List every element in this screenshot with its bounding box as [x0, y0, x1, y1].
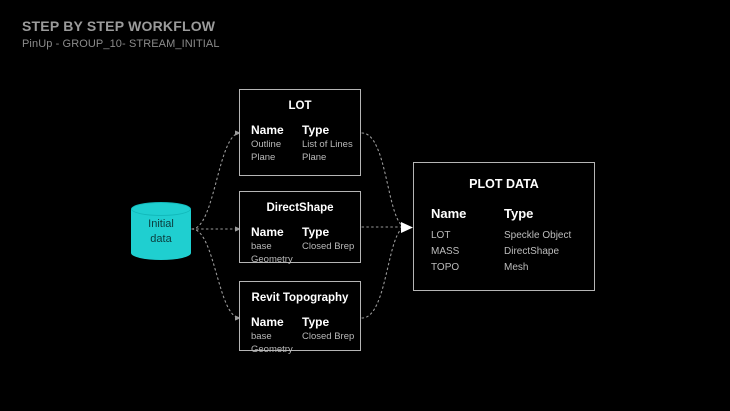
cylinder-top-ellipse — [131, 202, 191, 216]
node-plot-data-row2-name: TOPO — [431, 262, 460, 273]
node-lot-row1-type: Plane — [302, 152, 327, 163]
node-plot-data-col-name: Name — [431, 206, 467, 221]
node-plot-data-title: PLOT DATA — [469, 177, 539, 191]
node-plot-data-table: Name Type LOT Speckle Object MASS Direct… — [414, 205, 594, 276]
node-directshape-row1-name: Geometry — [251, 254, 293, 265]
page-title: STEP BY STEP WORKFLOW — [22, 18, 216, 34]
node-revit-topography[interactable]: Revit Topography Name Type base Closed B… — [239, 281, 361, 355]
table-row: TOPO Mesh — [431, 260, 594, 276]
node-plot-data-row1-type: DirectShape — [504, 246, 560, 257]
node-plot-data[interactable]: PLOT DATA Name Type LOT Speckle Object M… — [413, 162, 595, 291]
table-row: Geometry — [251, 253, 360, 266]
node-plot-data-row0-name: LOT — [431, 230, 451, 241]
node-revit-topography-row0-name: base — [251, 331, 272, 342]
initial-data-node[interactable]: Initial data — [131, 200, 191, 260]
node-lot-col-name: Name — [251, 123, 284, 137]
node-revit-topography-row1-type — [302, 343, 360, 356]
table-row: base Closed Brep — [251, 330, 360, 343]
initial-data-label: Initial data — [131, 217, 191, 247]
table-row: MASS DirectShape — [431, 244, 594, 260]
node-lot[interactable]: LOT Name Type Outline List of Lines Plan… — [239, 89, 361, 176]
node-directshape-col-name: Name — [251, 225, 284, 239]
node-lot-table: Name Type Outline List of Lines Plane Pl… — [240, 123, 360, 164]
node-revit-topography-table: Name Type base Closed Brep Geometry — [240, 315, 360, 356]
node-lot-header-row: Name Type — [251, 123, 360, 138]
node-plot-data-col-type: Type — [504, 206, 534, 221]
node-directshape-row0-name: base — [251, 241, 272, 252]
node-lot-row0-name: Outline — [251, 139, 282, 150]
initial-data-label-line2: data — [150, 233, 172, 245]
table-row: Geometry — [251, 343, 360, 356]
node-revit-topography-header-row: Name Type — [251, 315, 360, 330]
node-lot-row0-type: List of Lines — [302, 139, 353, 150]
cylinder-body — [131, 209, 191, 253]
initial-data-label-line1: Initial — [148, 218, 174, 230]
node-plot-data-row1-name: MASS — [431, 246, 460, 257]
node-lot-title: LOT — [288, 100, 312, 112]
node-directshape-row1-type — [302, 253, 360, 266]
node-revit-topography-col-type: Type — [302, 315, 330, 329]
node-revit-topography-col-name: Name — [251, 315, 284, 329]
page-subtitle: PinUp - GROUP_10- STREAM_INITIAL — [22, 38, 220, 50]
plot-data-inbound-arrowhead — [401, 222, 413, 233]
node-revit-topography-title: Revit Topography — [251, 292, 349, 304]
table-row: LOT Speckle Object — [431, 228, 594, 244]
node-directshape-col-type: Type — [302, 225, 330, 239]
link-revit-topography-to-plot-data — [361, 226, 407, 319]
node-directshape-table: Name Type base Closed Brep Geometry — [240, 225, 360, 266]
node-lot-row1-name: Plane — [251, 152, 276, 163]
node-plot-data-body: LOT Speckle Object MASS DirectShape TOPO… — [431, 228, 594, 276]
link-initialdata-to-lot — [191, 130, 241, 230]
node-directshape-row0-type: Closed Brep — [302, 241, 355, 252]
link-initialdata-to-revit-topography — [191, 228, 241, 321]
table-row: base Closed Brep — [251, 240, 360, 253]
node-revit-topography-row0-type: Closed Brep — [302, 331, 355, 342]
node-directshape-header-row: Name Type — [251, 225, 360, 240]
node-directshape[interactable]: DirectShape Name Type base Closed Brep G… — [239, 191, 361, 266]
node-plot-data-row2-type: Mesh — [504, 262, 529, 273]
node-directshape-title: DirectShape — [266, 202, 334, 214]
table-row: Plane Plane — [251, 151, 360, 164]
link-lot-to-plot-data — [361, 132, 407, 228]
node-lot-col-type: Type — [302, 123, 330, 137]
diagram-header: STEP BY STEP WORKFLOW PinUp - GROUP_10- … — [22, 18, 442, 51]
node-plot-data-header-row: Name Type — [431, 205, 594, 222]
node-plot-data-row0-type: Speckle Object — [504, 230, 572, 241]
node-revit-topography-row1-name: Geometry — [251, 344, 293, 355]
table-row: Outline List of Lines — [251, 138, 360, 151]
